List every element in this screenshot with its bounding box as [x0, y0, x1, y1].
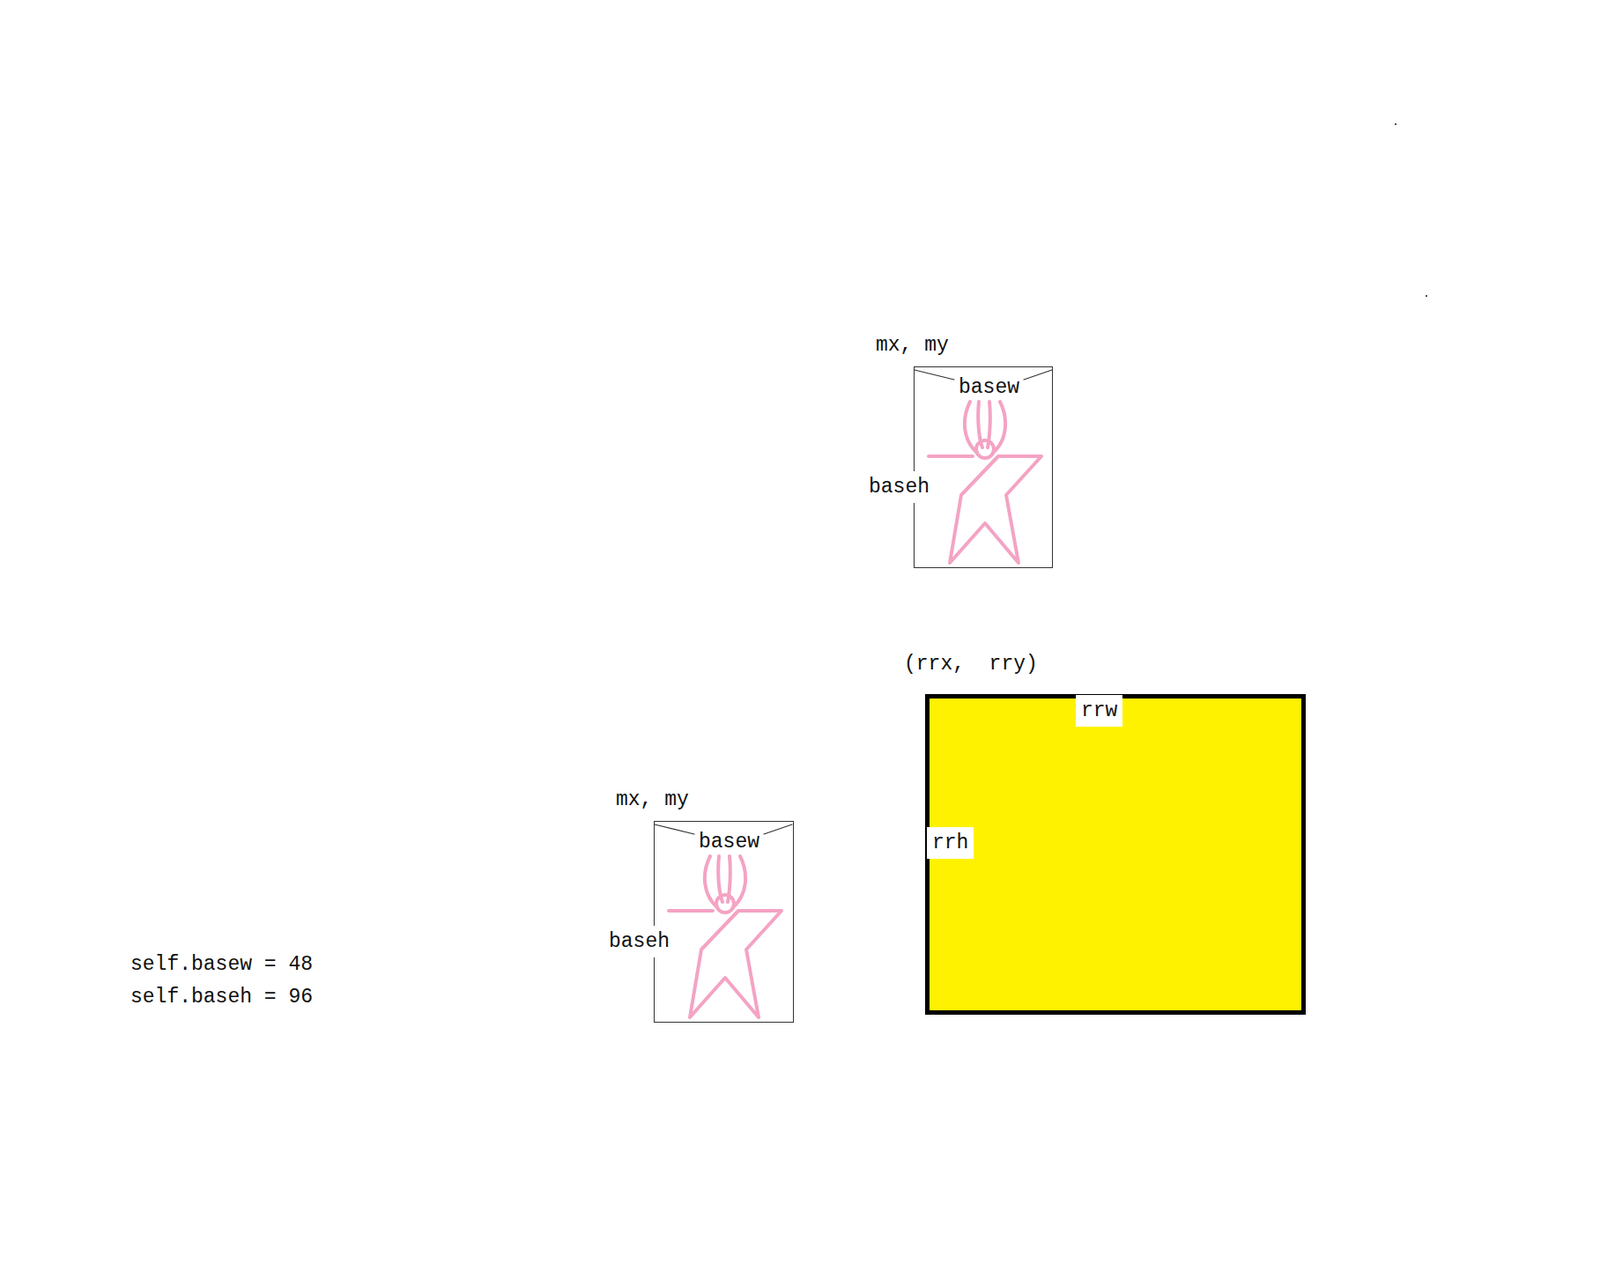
dimension-label: (rrx, rry) [903, 651, 1038, 677]
code-note: self.basew = 48 [130, 952, 313, 978]
dimension-label: baseh [603, 925, 675, 958]
dimension-label: rrw [1075, 695, 1123, 727]
dimension-label: basew [958, 375, 1020, 400]
yellow-rect: (rrx, rry)rrwrrh [925, 694, 1306, 1015]
sprite-bounds-box: mx, mybasewbaseh [653, 821, 794, 1023]
dimension-label: mx, my [875, 333, 949, 358]
dimension-label: mx, my [615, 787, 689, 813]
dimension-label: basew [698, 829, 760, 855]
sprite-bounds-box: mx, mybasewbaseh [913, 366, 1053, 569]
dimension-label: rrh [926, 827, 974, 860]
dimension-label: baseh [863, 471, 935, 504]
code-note: self.baseh = 96 [130, 985, 313, 1010]
